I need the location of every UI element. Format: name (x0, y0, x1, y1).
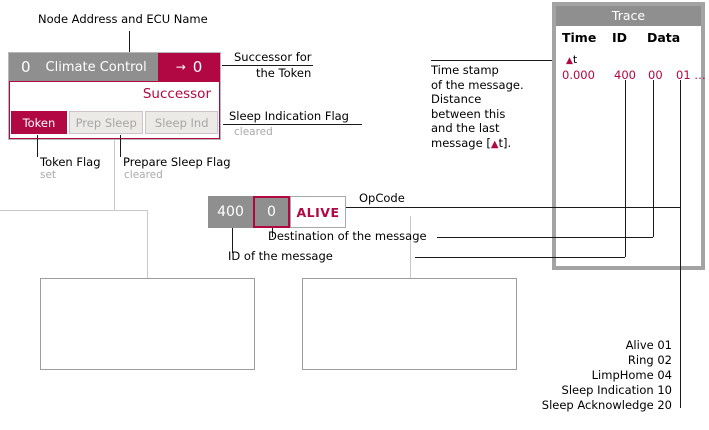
connector-id-drop (232, 228, 233, 253)
trace-titlebar[interactable]: Trace (556, 6, 701, 26)
trace-row-id: 400 (614, 68, 636, 82)
connector-opcode (346, 207, 680, 208)
opcode-list-item: Ring 02 (627, 353, 672, 367)
node-address-value: 0 (21, 58, 31, 76)
nm-message: 400 0 ALIVE (208, 196, 346, 228)
connector-successor (222, 65, 313, 66)
timestamp-note-line: Time stamp (431, 63, 499, 77)
token-flag-state: set (40, 169, 57, 181)
connector-prep-flag (120, 135, 121, 157)
trace-col-data: Data (647, 30, 681, 45)
connector-token-flag (37, 135, 38, 157)
node-panel-placeholder-left (40, 278, 255, 370)
timestamp-note-line: message [▲t]. (431, 135, 512, 150)
opcode-list-item: LimpHome 04 (591, 368, 672, 382)
flag-button-row: Token Prep Sleep Sleep Ind (11, 111, 218, 134)
opcode-label: OpCode (359, 191, 405, 205)
opcode-list-item: Sleep Indication 10 (561, 383, 672, 397)
prep-flag-state: cleared (124, 169, 163, 181)
node-panel-body: Successor Token Prep Sleep Sleep Ind (9, 81, 220, 139)
opcode-list-item: Sleep Acknowledge 20 (541, 398, 672, 412)
node-panel-header: 0 Climate Control → 0 (9, 53, 220, 81)
successor-field-label: Successor (142, 86, 211, 102)
successor-annotation-line1: Successor for (234, 50, 312, 64)
prep-flag-label: Prepare Sleep Flag (123, 155, 231, 169)
connector-node-address (129, 31, 130, 67)
wire-node4-down (410, 216, 411, 278)
trace-row-data0: 00 (648, 68, 663, 82)
wire-node1-down (114, 140, 115, 210)
arrow-right-icon: → (175, 60, 186, 74)
connector-timestamp (431, 60, 557, 61)
message-id-box: 400 (208, 196, 253, 228)
trace-row-time: 0.000 (562, 68, 595, 82)
sleep-ind-flag-label: Sleep Indication Flag (229, 109, 349, 123)
trace-delta-label: ▲t (566, 53, 578, 66)
timestamp-note-line: between this (431, 106, 506, 121)
message-opcode-box: ALIVE (290, 196, 346, 228)
trace-col-id: ID (612, 30, 628, 45)
connector-destination-drop (272, 228, 273, 237)
token-flag-label: Token Flag (40, 155, 101, 169)
opcode-list: Alive 01 Ring 02 LimpHome 04 Sleep Indic… (480, 338, 672, 413)
node-panel: 0 Climate Control → 0 Successor Token Pr… (8, 52, 221, 140)
delta-triangle-icon: ▲ (490, 138, 499, 150)
opcode-list-item: Alive 01 (625, 338, 672, 352)
trace-window: Trace Time ID Data ▲t 0.000 400 00 01 … (552, 2, 706, 270)
timestamp-note-line: and the last (431, 121, 500, 135)
wire-bus (0, 210, 147, 211)
connector-trace-data1 (680, 80, 681, 408)
timestamp-note-line: Distance (431, 92, 482, 106)
node-successor-value: 0 (192, 58, 203, 76)
message-destination-box: 0 (253, 196, 290, 228)
timestamp-note-line: of the message. (431, 77, 524, 92)
node-successor-badge: → 0 (158, 53, 220, 81)
node-panel-placeholder-right (302, 278, 517, 370)
token-flag-button[interactable]: Token (11, 111, 67, 134)
successor-annotation-line2: the Token (256, 66, 312, 80)
trace-row-data1: 01 … (676, 68, 706, 82)
id-label: ID of the message (228, 249, 333, 263)
connector-trace-id (625, 80, 626, 257)
node-ecu-name: Climate Control (45, 59, 147, 75)
connector-destination (437, 237, 653, 238)
timestamp-note: Time stamp of the message. Distance betw… (431, 63, 524, 152)
wire-node3-down (147, 210, 148, 278)
sleep-ind-flag-state: cleared (234, 126, 273, 138)
trace-col-time: Time (562, 30, 597, 45)
connector-trace-data0 (653, 80, 654, 237)
node-address-label: Node Address and ECU Name (38, 12, 208, 26)
destination-label: Destination of the message (268, 229, 427, 243)
connector-id (415, 257, 625, 258)
connector-sleep-ind (223, 124, 362, 125)
prep-sleep-flag-button[interactable]: Prep Sleep (68, 111, 144, 134)
delta-triangle-icon: ▲ (566, 56, 573, 66)
sleep-ind-flag-button[interactable]: Sleep Ind (145, 111, 218, 134)
